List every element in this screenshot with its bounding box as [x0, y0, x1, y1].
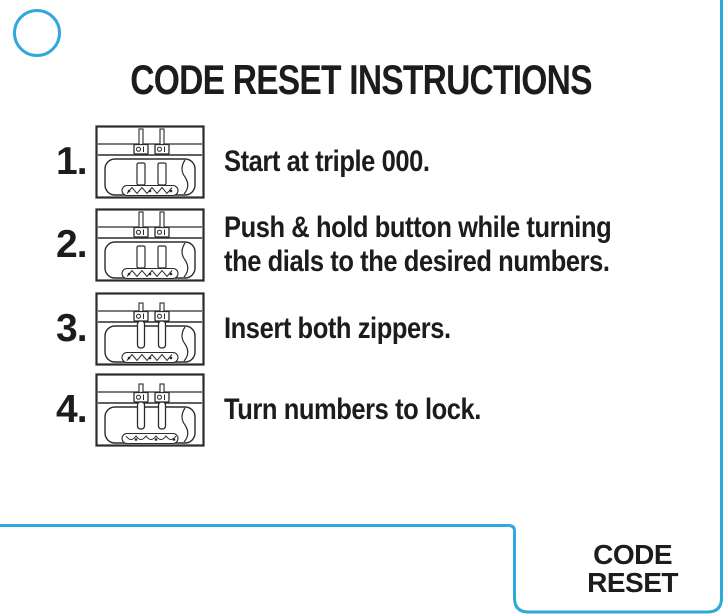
step-row-3: 3. Insert both zippers.	[56, 291, 491, 367]
lock-diagram-zippers-out-icon	[95, 208, 205, 282]
step-text: Turn numbers to lock.	[224, 393, 481, 426]
lock-diagram-zippers-in-icon	[95, 292, 205, 366]
flap-label-line2: RESET	[587, 567, 678, 598]
step-row-1: 1. Start at triple 000.	[56, 124, 466, 200]
step-row-2: 2. Push & hold button while turning the …	[56, 207, 680, 283]
step-number: 3.	[56, 307, 88, 350]
flap-label-line1: CODE	[593, 539, 673, 570]
step-row-4: 4. Turn numbers to lock.	[56, 372, 526, 448]
step-text: Insert both zippers.	[224, 312, 451, 345]
lock-diagram-zippers-out-icon	[95, 125, 205, 199]
flap-label: CODE RESET	[587, 541, 678, 597]
punch-hole-icon	[13, 9, 61, 57]
step-number: 2.	[56, 223, 88, 266]
step-text: Start at triple 000.	[224, 145, 430, 178]
step-text: Push & hold button while turning the dia…	[224, 211, 612, 278]
step-number: 4.	[56, 388, 88, 431]
page-title: CODE RESET INSTRUCTIONS	[130, 56, 592, 103]
lock-diagram-zippers-in-turned-icon	[95, 373, 205, 447]
step-number: 1.	[56, 140, 88, 183]
